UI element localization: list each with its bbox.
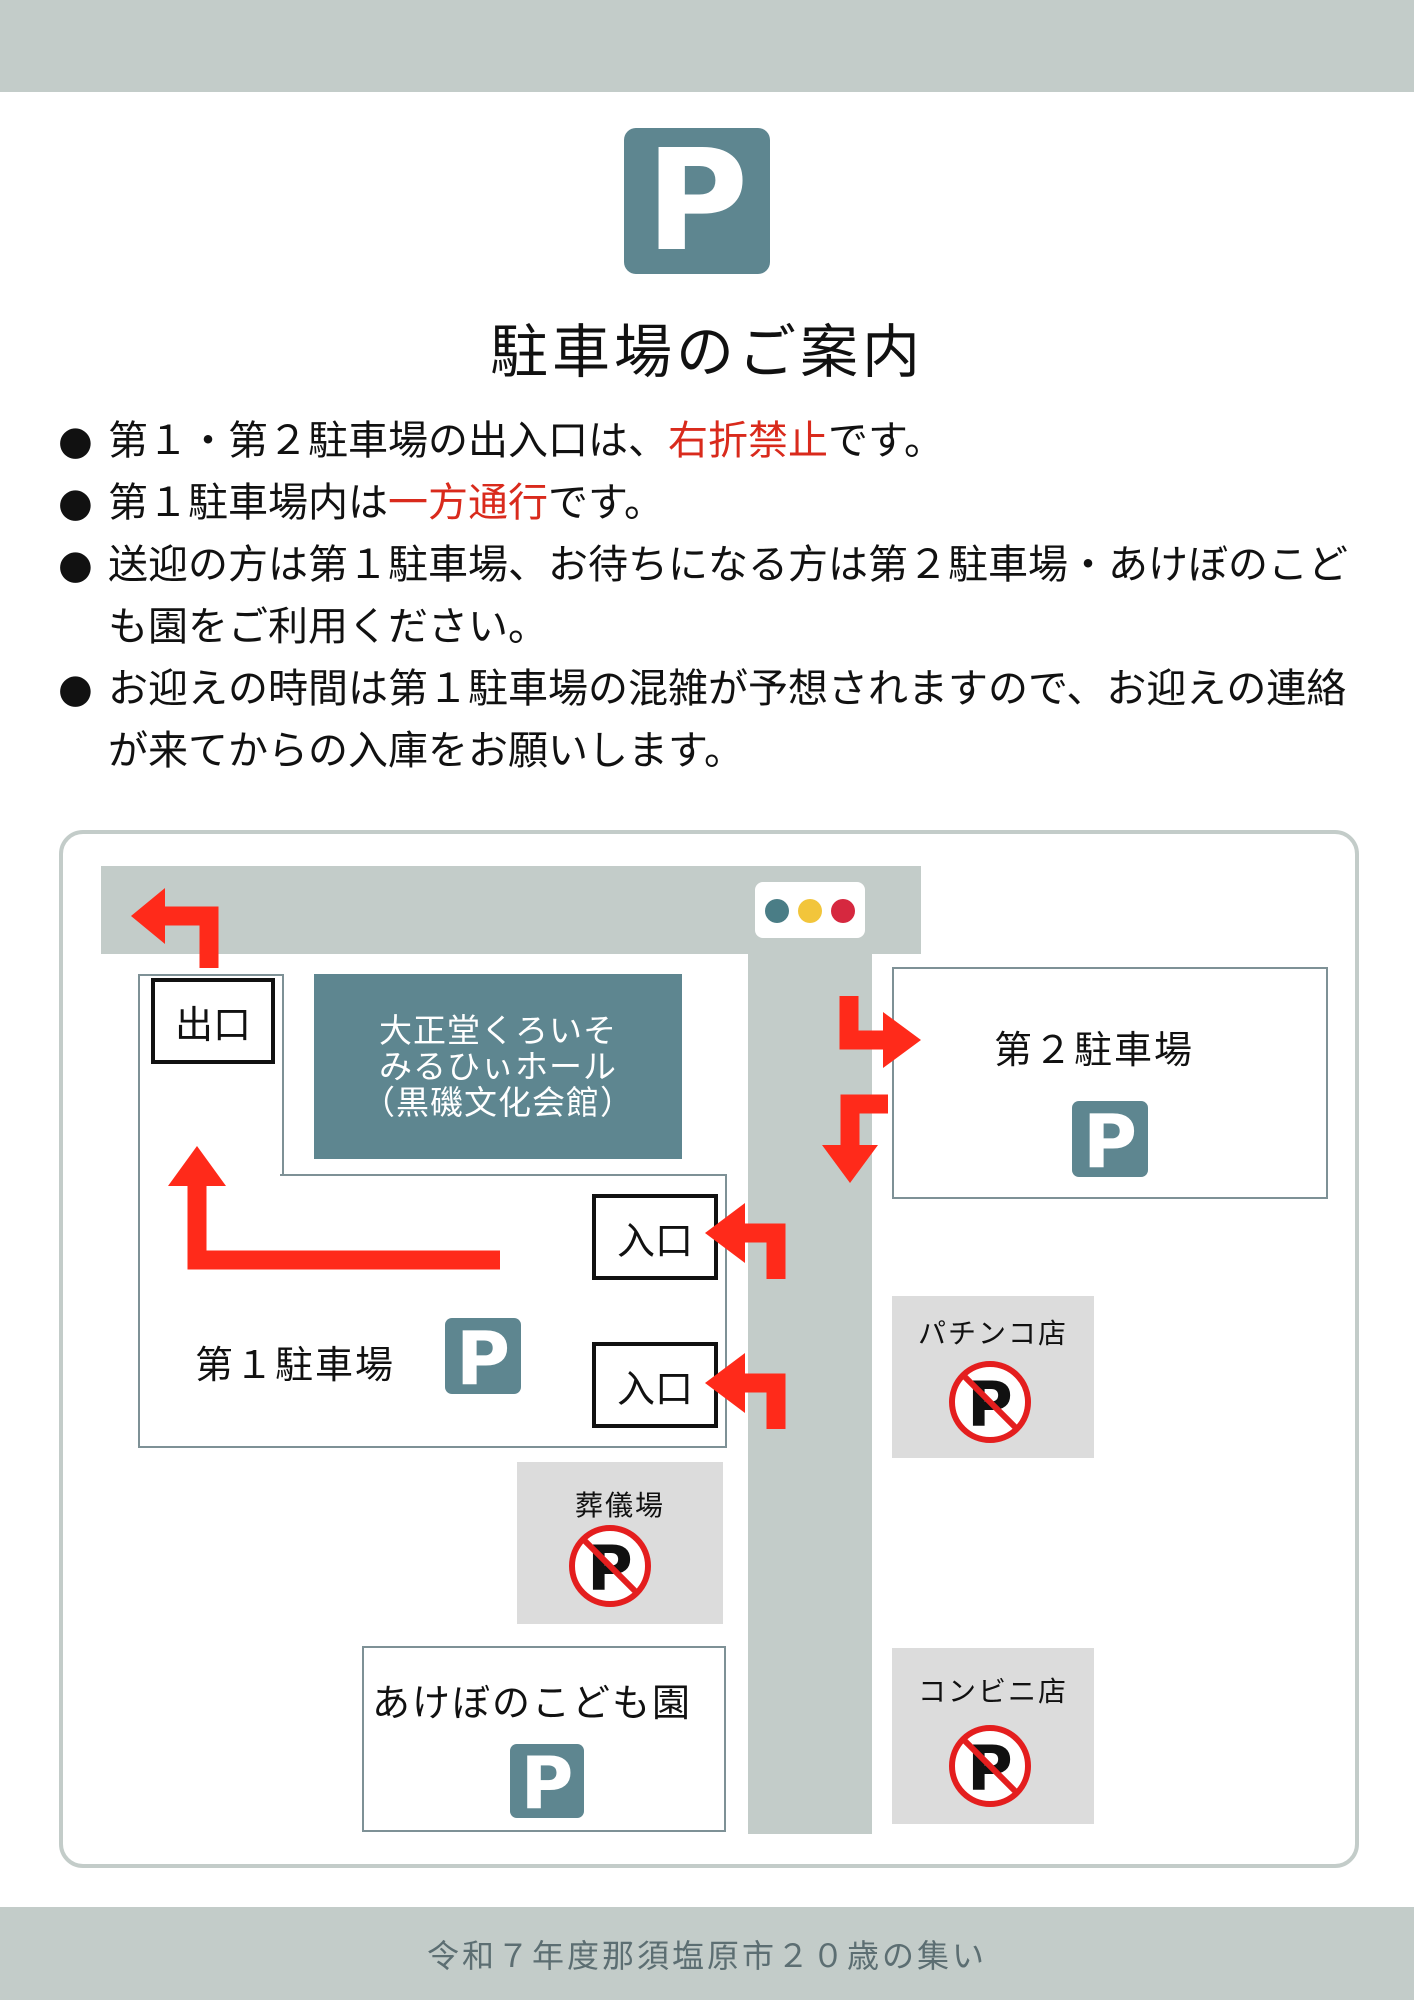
signal-light-red [831, 899, 855, 923]
footer-text: 令和７年度那須塩原市２０歳の集い [426, 1936, 987, 1975]
note-item: ● お迎えの時間は第１駐車場の混雑が予想されますので、お迎えの連絡が来てからの入… [58, 658, 1368, 782]
entrance-2-arrow [745, 1373, 786, 1429]
traffic-signal-icon [755, 882, 865, 938]
bullet: ● [58, 542, 93, 588]
note-highlight: 右折禁止 [668, 418, 828, 464]
note-text: 第１駐車場内は一方通行です。 [108, 472, 664, 534]
funeral-hall: 葬儀場 P [517, 1462, 723, 1624]
note-text: お迎えの時間は第１駐車場の混雑が予想されますので、お迎えの連絡が来てからの入庫を… [108, 666, 1347, 774]
note-text-part: 第１・第２駐車場の出入口は、 [108, 418, 668, 464]
svg-text:P: P [646, 128, 749, 274]
lot2-label: 第２駐車場 [994, 1028, 1195, 1072]
exit-route-arrow [163, 906, 219, 968]
bullet: ● [58, 418, 93, 464]
lot1-label: 第１駐車場 [195, 1343, 396, 1387]
no-parking-icon: P [949, 1725, 1031, 1807]
pachinko-store: パチンコ店 P [892, 1296, 1094, 1458]
lot2-entry-arrow [839, 996, 885, 1050]
note-text-part: です。 [828, 418, 944, 464]
parking-logo-icon: P [624, 128, 770, 274]
arrowhead-up [168, 1146, 226, 1186]
signal-light-teal [765, 899, 789, 923]
signal-light-yellow [798, 899, 822, 923]
footer-band: 令和７年度那須塩原市２０歳の集い [0, 1907, 1414, 2000]
entrance-1-arrow [745, 1223, 786, 1279]
pachinko-label: パチンコ店 [917, 1317, 1068, 1350]
no-parking-icon: P [949, 1361, 1031, 1443]
entrance-2-sign: 入口 [592, 1342, 718, 1428]
bullet: ● [58, 666, 93, 712]
parking-icon: P [1072, 1099, 1148, 1185]
hall-name-line: 大正堂くろいそ [379, 1010, 617, 1050]
top-band [0, 0, 1414, 92]
bullet: ● [58, 480, 93, 526]
exit-sign: 出口 [151, 978, 275, 1064]
note-text-part: 第１駐車場内は [108, 480, 388, 526]
arrowhead-down [822, 1145, 878, 1183]
note-text: 第１・第２駐車場の出入口は、右折禁止です。 [108, 410, 944, 472]
page-title: 駐車場のご案内 [489, 318, 924, 386]
notes-list: ● 第１・第２駐車場の出入口は、右折禁止です。 ● 第１駐車場内は一方通行です。… [58, 410, 1368, 782]
convenience-label: コンビニ店 [917, 1675, 1068, 1708]
arrowhead-right [883, 1012, 921, 1068]
hall-name-line: みるひぃホール [379, 1046, 617, 1086]
svg-text:P: P [1083, 1099, 1137, 1185]
traffic-arrows-overlay [131, 888, 921, 1429]
convenience-store: コンビニ店 P [892, 1648, 1094, 1824]
svg-text:P: P [521, 1741, 574, 1825]
parking-icon: P [510, 1741, 584, 1825]
note-item: ● 第１駐車場内は一方通行です。 [58, 472, 1368, 534]
lot2-exit-arrow [840, 1094, 888, 1147]
parking-icon: P [445, 1316, 521, 1402]
arrowhead-left [705, 1353, 745, 1413]
svg-text:P: P [456, 1316, 510, 1402]
parking-map: 大正堂くろいそ みるひぃホール （黒磯文化会館） 出口 入口 入口 第１駐車場 … [59, 830, 1359, 1868]
kindergarten: あけぼのこども園 P [362, 1646, 726, 1832]
lot2-area: 第２駐車場 P [892, 967, 1328, 1199]
note-text-part: です。 [548, 480, 664, 526]
one-way-arrow [187, 1186, 500, 1270]
note-item: ● 送迎の方は第１駐車場、お待ちになる方は第２駐車場・あけぼのこども園をご利用く… [58, 534, 1368, 658]
entrance-1-sign: 入口 [592, 1194, 718, 1280]
note-highlight: 一方通行 [388, 480, 548, 526]
kindergarten-label: あけぼのこども園 [372, 1681, 693, 1725]
arrowhead-left [705, 1203, 745, 1263]
hall-name-line: （黒磯文化会館） [362, 1082, 634, 1122]
no-parking-icon: P [569, 1525, 651, 1607]
hall-building: 大正堂くろいそ みるひぃホール （黒磯文化会館） [314, 974, 682, 1159]
note-item: ● 第１・第２駐車場の出入口は、右折禁止です。 [58, 410, 1368, 472]
arrowhead-left [131, 888, 165, 944]
note-text: 送迎の方は第１駐車場、お待ちになる方は第２駐車場・あけぼのこども園をご利用くださ… [108, 542, 1348, 650]
funeral-label: 葬儀場 [574, 1489, 665, 1522]
